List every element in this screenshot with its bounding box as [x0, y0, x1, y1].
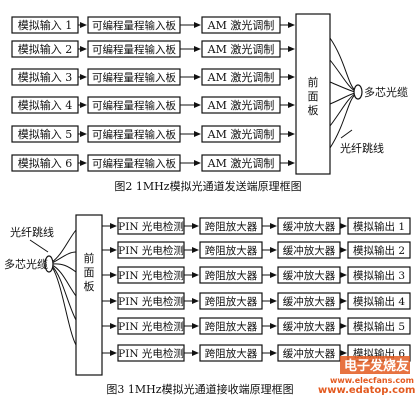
fig2-pga-2-label: 可编程量程输入板: [92, 43, 176, 56]
fig3-output-5-box: [347, 317, 411, 335]
fig3-pin-5-label: PIN 光电检测: [118, 320, 184, 333]
fig3-buf-3-label: 缓冲放大器: [283, 269, 336, 282]
fig2-am-5-label: AM 激光调制: [207, 127, 275, 141]
fig3-tia-4-label: 跨阻放大器: [205, 295, 258, 308]
fig3-buf-4-label: 缓冲放大器: [283, 295, 336, 308]
watermark-url: www.elecfans.com: [330, 376, 414, 385]
fig3-tia-5-label: 跨阻放大器: [205, 320, 258, 333]
fig3-pin-1-label: PIN 光电检测: [118, 220, 184, 233]
fig2-am-4-label: AM 激光调制: [207, 98, 275, 112]
fig3-receiver-diagram: PIN 光电检测跨阻放大器缓冲放大器模拟输出 1PIN 光电检测跨阻放大器缓冲放…: [102, 217, 411, 362]
fig3-pin-2-label: PIN 光电检测: [118, 244, 184, 257]
fig2-jumper-label: 光纤跳线: [340, 141, 384, 155]
fig3-output-4-box: [347, 292, 411, 310]
fig3-front-panel-label-3: 板: [84, 279, 95, 293]
fig2-fiber-connector: [353, 84, 363, 100]
fig2-front-panel-label-1: 前: [308, 75, 319, 89]
fig3-jumper-label: 光纤跳线: [10, 225, 54, 239]
fig3-output-2-label: 模拟输出 2: [353, 244, 405, 257]
fig3-tia-2-label: 跨阻放大器: [205, 244, 258, 257]
fig3-fiber-connector: [44, 255, 54, 273]
fig3-front-panel-label-2: 面: [84, 266, 95, 279]
fig3-buf-1-label: 缓冲放大器: [283, 220, 336, 233]
fig2-pga-5-label: 可编程量程输入板: [92, 128, 176, 141]
fig2-input-6-label: 模拟输入 6: [18, 156, 73, 170]
fig2-pga-3-label: 可编程量程输入板: [92, 71, 176, 84]
fig2-input-1-label: 模拟输入 1: [18, 18, 73, 32]
fig3-front-panel-box: [75, 214, 103, 376]
fig2-am-3-label: AM 激光调制: [207, 70, 275, 84]
fig3-caption: 图3 1MHz模拟光通道接收端原理框图: [106, 382, 293, 396]
fig2-am-6-label: AM 激光调制: [207, 156, 275, 170]
fig3-pin-4-label: PIN 光电检测: [118, 295, 184, 308]
fig2-front-panel-label-3: 板: [308, 103, 319, 117]
watermark-brand: 电子发烧友: [344, 358, 409, 374]
fig2-fiber-label: 多芯光缆: [364, 85, 408, 99]
fig2-fiber-bundle: [329, 37, 363, 149]
watermark-url2: www.edatop.com: [318, 385, 415, 396]
fig2-am-2-label: AM 激光调制: [207, 42, 275, 56]
fig2-input-3-label: 模拟输入 3: [18, 70, 73, 84]
fig2-pga-6-label: 可编程量程输入板: [92, 157, 176, 170]
fig2-caption: 图2 1MHz模拟光通道发送端原理框图: [114, 179, 301, 193]
watermark-bg: [340, 356, 410, 374]
fig3-fiber-label: 多芯光缆: [4, 257, 48, 271]
watermark: 电子发烧友 www.elecfans.com www.edatop.com: [318, 356, 415, 396]
fig2-front-panel-label-2: 面: [308, 90, 319, 103]
fig3-output-3-label: 模拟输出 3: [353, 269, 405, 282]
fig3-pin-3-label: PIN 光电检测: [118, 269, 184, 282]
fig3-output-1-box: [347, 217, 411, 235]
fig3-buf-2-label: 缓冲放大器: [283, 244, 336, 257]
fig3-jumper-leader: [29, 239, 49, 253]
fig2-jumper-leader: [340, 129, 353, 139]
fig3-output-4-label: 模拟输出 4: [353, 295, 405, 308]
fig3-output-2-box: [347, 241, 411, 259]
fig3-tia-6-label: 跨阻放大器: [205, 347, 258, 360]
fig2-front-panel-box: [295, 13, 331, 175]
fig3-buf-5-label: 缓冲放大器: [283, 320, 336, 333]
fig3-tia-3-label: 跨阻放大器: [205, 269, 258, 282]
fig3-output-5-label: 模拟输出 5: [353, 320, 405, 333]
fig2-pga-1-label: 可编程量程输入板: [92, 19, 176, 32]
fig3-output-3-box: [347, 266, 411, 284]
fig2-pga-4-label: 可编程量程输入板: [92, 99, 176, 112]
fig2-input-2-label: 模拟输入 2: [18, 42, 73, 56]
fig3-front-panel-label-1: 前: [84, 251, 95, 265]
fig2-input-5-label: 模拟输入 5: [18, 127, 73, 141]
fig3-pin-6-label: PIN 光电检测: [118, 347, 184, 360]
fig2-am-1-label: AM 激光调制: [207, 18, 275, 32]
fig2-input-4-label: 模拟输入 4: [18, 98, 73, 112]
fig3-output-1-label: 模拟输出 1: [353, 220, 405, 233]
fig3-buf-6-label: 缓冲放大器: [283, 347, 336, 360]
fig3-tia-1-label: 跨阻放大器: [205, 220, 258, 233]
fig3-fiber-bundle: [44, 229, 77, 346]
